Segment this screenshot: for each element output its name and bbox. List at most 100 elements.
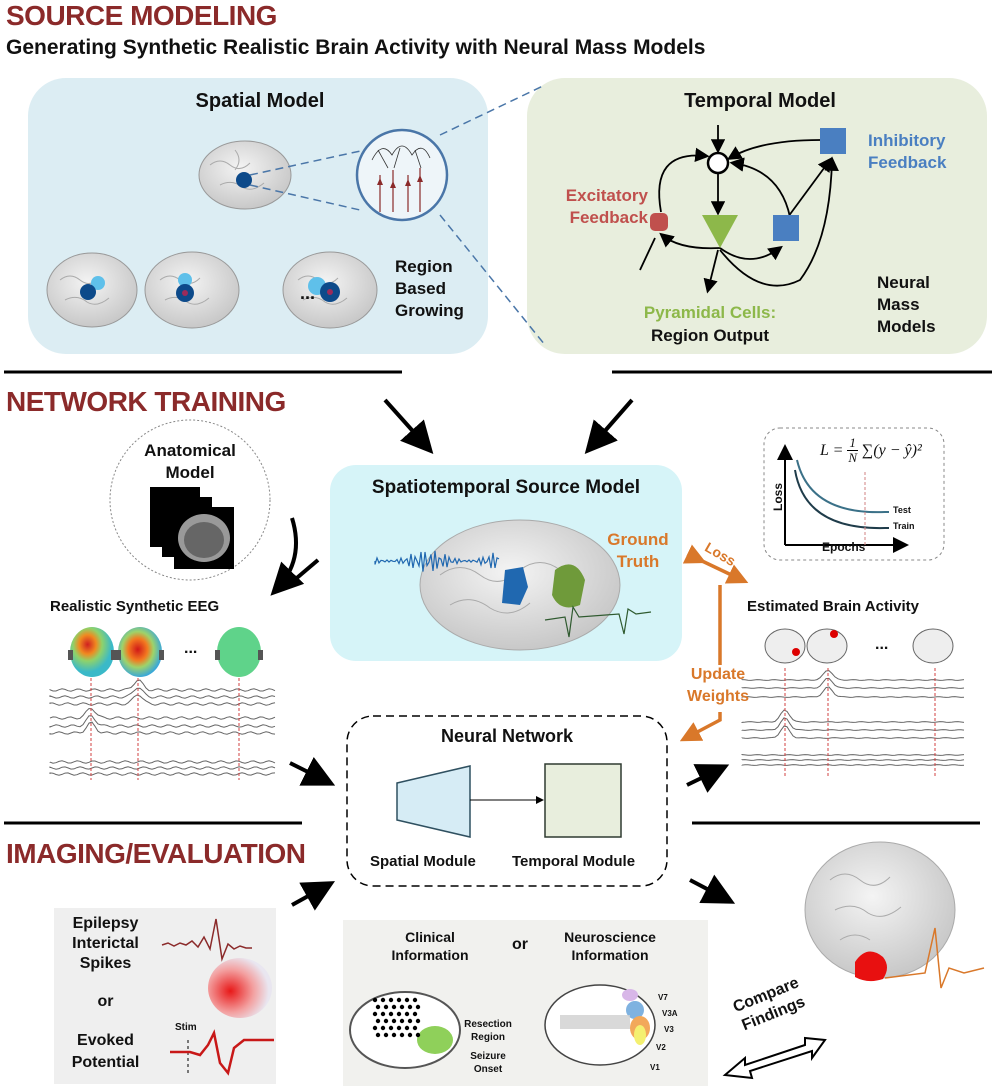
- temporal-module-shape: [544, 763, 622, 838]
- blue-source-region: [502, 567, 528, 605]
- clinical-brain-icon: [349, 991, 461, 1069]
- green-source-region: [552, 564, 585, 608]
- brain-icon-growing-1: [46, 252, 138, 328]
- eeg-traces: [49, 679, 276, 776]
- ecog-electrode: [399, 1018, 405, 1024]
- ecog-electrode: [375, 1004, 381, 1010]
- spatial-module-shape: [396, 765, 471, 838]
- ecog-electrode: [412, 997, 418, 1003]
- ecog-electrode: [407, 1032, 413, 1038]
- source-spike-trace: [544, 605, 652, 638]
- eeg-trace: [741, 754, 965, 756]
- ecog-electrode: [380, 1011, 386, 1017]
- spatial-model-title: Spatial Model: [195, 90, 325, 112]
- eeg-trace: [741, 759, 965, 761]
- eeg-trace: [49, 715, 276, 728]
- section-title-source-modeling: SOURCE MODELING: [6, 0, 277, 31]
- ecog-electrode: [399, 1032, 405, 1038]
- spatial-module-label: Spatial Module: [370, 853, 476, 870]
- source-oscillation-trace: [374, 550, 500, 572]
- ecog-electrode: [388, 1025, 394, 1031]
- pyramidal-label: Pyramidal Cells:: [643, 303, 777, 322]
- eeg-ellipsis: ...: [184, 640, 198, 657]
- estimated-ellipsis: ...: [875, 636, 889, 653]
- v3-label: V3: [664, 1025, 674, 1034]
- anatomical-model-circle: [109, 419, 271, 581]
- inhibitory-node-small-icon: [773, 215, 799, 241]
- scalp-map-2: [116, 627, 164, 677]
- eeg-trace: [49, 679, 276, 692]
- ecog-electrode: [372, 997, 378, 1003]
- ecog-electrode: [399, 1004, 405, 1010]
- evoked-potential-trace: [170, 1029, 274, 1076]
- neural-network-title: Neural Network: [440, 726, 574, 746]
- final-brain-icon: [804, 841, 985, 989]
- temporal-model-title: Temporal Model: [684, 90, 836, 112]
- brain-icon-growing-2: [144, 251, 240, 329]
- eeg-trace: [741, 670, 965, 681]
- ecog-electrode: [412, 1025, 418, 1031]
- ecog-electrode: [391, 1018, 397, 1024]
- v1-label: V1: [650, 1063, 660, 1072]
- brain-icon-growing-3: [282, 251, 378, 329]
- stim-label: Stim: [175, 1022, 197, 1033]
- train-loss-curve: [794, 469, 889, 530]
- pyramidal-node-icon: [702, 215, 738, 248]
- section-subtitle: Generating Synthetic Realistic Brain Act…: [6, 36, 706, 59]
- ecog-electrode: [407, 1018, 413, 1024]
- ecog-electrode: [415, 1032, 421, 1038]
- compare-double-arrow: [722, 1036, 827, 1080]
- neuron-circle-icon: [355, 128, 449, 222]
- ecog-electrode: [372, 1011, 378, 1017]
- eeg-trace: [741, 677, 965, 689]
- eeg-trace: [741, 717, 965, 731]
- estimated-brain-3: [912, 628, 954, 664]
- region-output-label: Region Output: [650, 326, 770, 345]
- ecog-electrode: [383, 1004, 389, 1010]
- v2-label: V2: [656, 1043, 666, 1052]
- or-label: or: [97, 993, 114, 1010]
- ecog-electrode: [404, 1025, 410, 1031]
- spatial-ellipsis: ...: [300, 283, 316, 303]
- ecog-electrode: [372, 1025, 378, 1031]
- estimated-traces: [741, 670, 965, 766]
- or-middle-label: or: [512, 936, 528, 953]
- ecog-electrode: [388, 1011, 394, 1017]
- ecog-electrode: [380, 1025, 386, 1031]
- eeg-trace: [741, 764, 965, 766]
- scalp-map-3: [215, 627, 263, 677]
- estimated-activity-title: Estimated Brain Activity: [747, 598, 919, 615]
- ecog-electrode: [383, 1018, 389, 1024]
- loss-chart-box: [763, 427, 945, 561]
- interictal-spike-trace: [161, 918, 252, 962]
- mri-slices-icon: [150, 487, 234, 569]
- section-title-network-training: NETWORK TRAINING: [6, 386, 286, 417]
- eeg-trace: [741, 709, 965, 723]
- loss-axis-label: Loss: [771, 482, 786, 512]
- synthetic-eeg-title: Realistic Synthetic EEG: [50, 598, 220, 615]
- spatiotemporal-title: Spatiotemporal Source Model: [371, 477, 641, 498]
- ecog-electrode: [396, 1025, 402, 1031]
- loss-formula: L = 1 N ∑(y − ŷ)²: [820, 435, 922, 465]
- ecog-electrode: [375, 1018, 381, 1024]
- brain-icon-central: [198, 140, 292, 210]
- estimated-brain-1: [764, 628, 806, 664]
- eeg-trace: [49, 766, 276, 770]
- ecog-electrode: [380, 997, 386, 1003]
- eeg-trace: [49, 687, 276, 699]
- train-legend: Train: [893, 521, 915, 531]
- ecog-electrode: [396, 997, 402, 1003]
- estimated-brain-2: [806, 628, 848, 664]
